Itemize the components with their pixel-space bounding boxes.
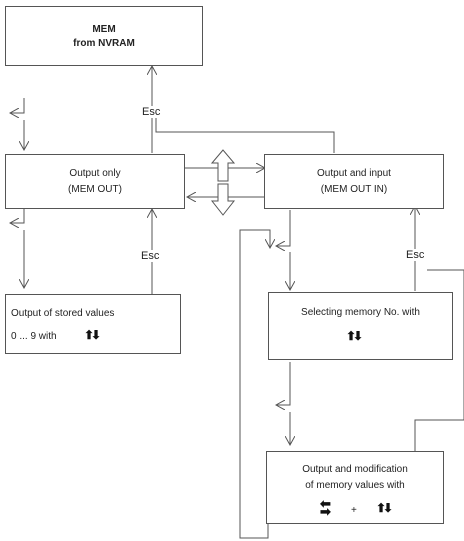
up-down-arrows-icon: ⬆⬇ [346, 329, 363, 343]
enter-icon [276, 210, 291, 246]
modification-box [266, 451, 444, 524]
hollow-up-arrow-icon [210, 149, 236, 182]
mem-box-title: MEM [92, 24, 116, 35]
stored-values-range: 0 ... 9 with [11, 331, 57, 342]
hollow-down-arrow-icon [210, 183, 236, 216]
up-down-arrows-icon: ⬆⬇ [376, 501, 393, 515]
modification-subtitle: of memory values with [305, 480, 405, 491]
output-only-title: Output only [69, 168, 121, 179]
esc-label-selecting: Esc [405, 249, 426, 261]
esc-label-mem: Esc [141, 106, 162, 118]
mem-from-nvram-box [5, 6, 203, 66]
stored-values-title: Output of stored values [11, 308, 115, 319]
output-only-box [5, 154, 185, 209]
stored-values-box [5, 294, 181, 354]
output-input-title: Output and input [317, 168, 391, 179]
enter-icon [276, 362, 291, 405]
modification-title: Output and modification [302, 464, 408, 475]
mem-box-subtitle: from NVRAM [73, 38, 135, 49]
output-input-subtitle: (MEM OUT IN) [320, 184, 388, 195]
left-right-arrows-icon: ⬅➡ [320, 496, 331, 519]
plus-sign: + [351, 505, 357, 516]
output-and-input-box [264, 154, 444, 209]
selecting-memory-title: Selecting memory No. with [301, 307, 420, 318]
enter-icon [10, 98, 25, 113]
enter-icon [10, 207, 25, 223]
esc-label-stored: Esc [140, 250, 161, 262]
up-down-arrows-icon: ⬆⬇ [84, 328, 101, 342]
selecting-memory-box [268, 292, 453, 360]
output-only-subtitle: (MEM OUT) [68, 184, 122, 195]
